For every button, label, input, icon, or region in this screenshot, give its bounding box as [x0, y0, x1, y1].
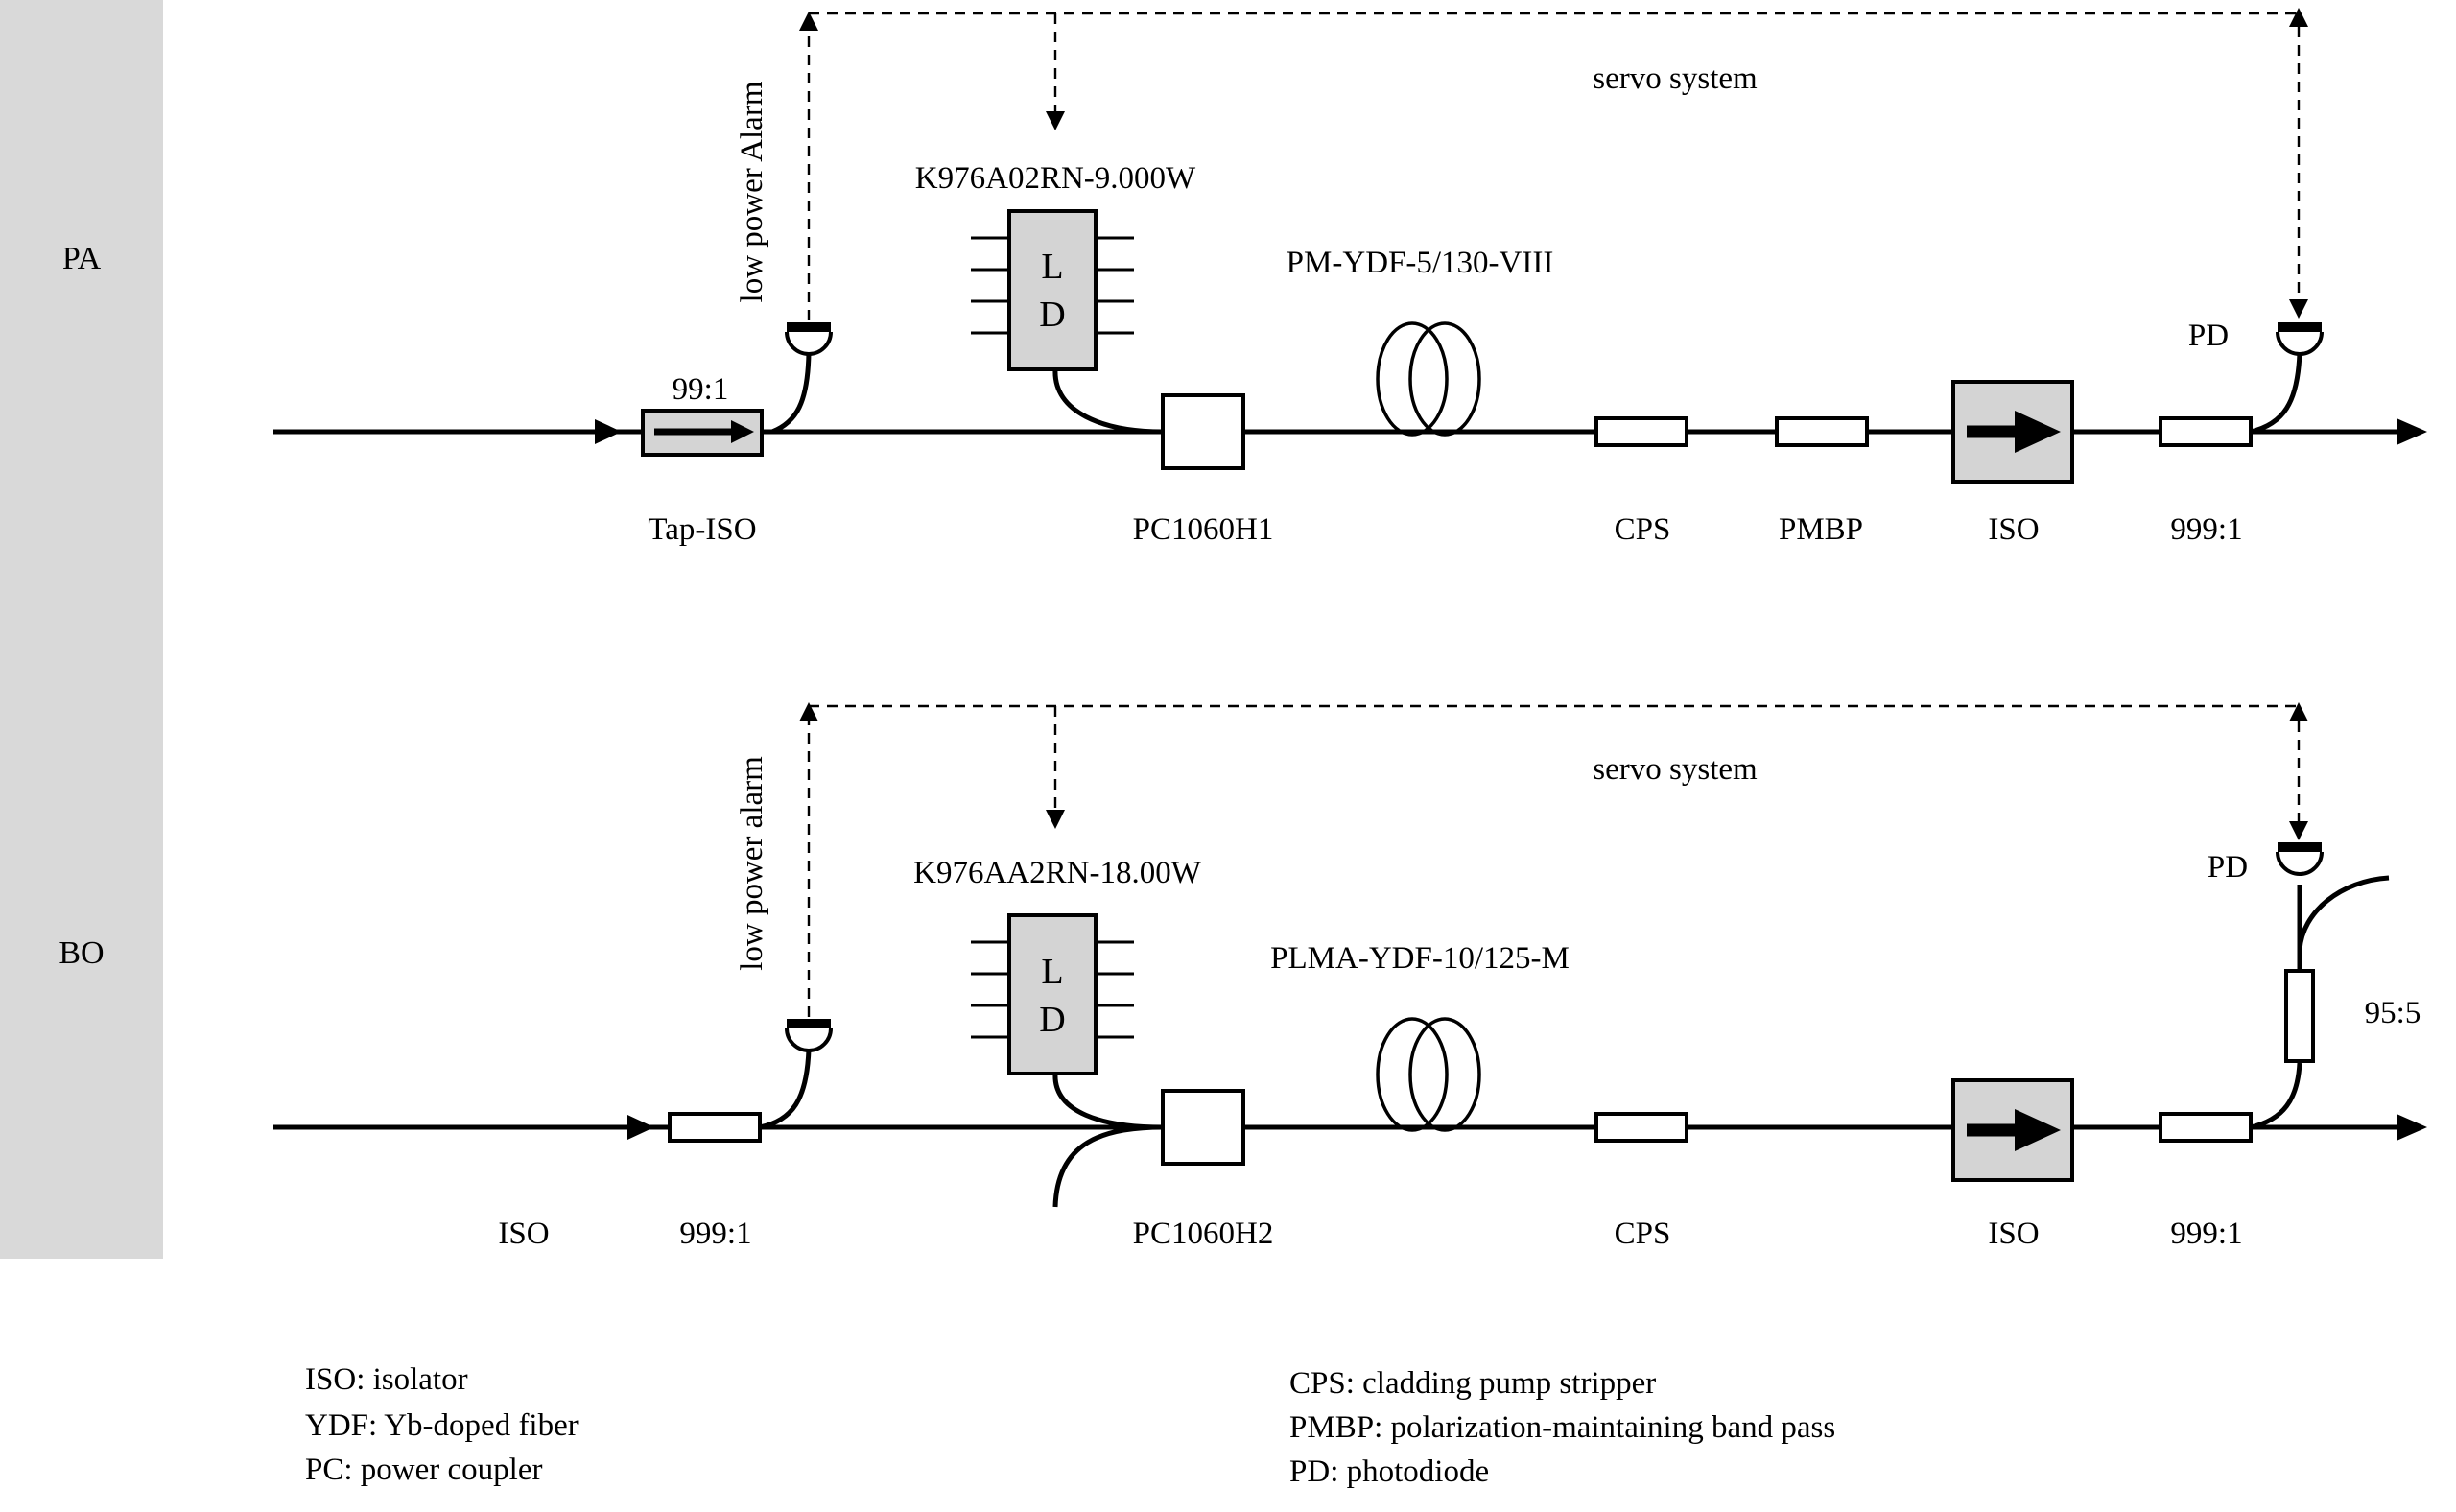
- legend-left-2: YDF: Yb-doped fiber: [305, 1408, 579, 1443]
- legend-left-1: ISO: isolator: [305, 1362, 468, 1397]
- pa-cps: [1594, 416, 1688, 447]
- stage-label-pa: PA: [62, 241, 102, 276]
- pa-pmbp-label: PMBP: [1779, 512, 1863, 547]
- bo-stage: ISO 999:1 low power alarm L D K976AA2RN-…: [273, 702, 2427, 1251]
- pa-pump-laser: [971, 209, 1134, 371]
- bo-pump-fiber-unused: [1052, 1124, 1164, 1208]
- bo-alarm-label: low power alarm: [735, 756, 769, 971]
- pa-cps-label: CPS: [1615, 512, 1671, 547]
- bo-iso-in-label: ISO: [498, 1217, 549, 1251]
- pa-tap-ratio-label: 99:1: [673, 372, 729, 407]
- pa-isolator: [1951, 380, 2074, 484]
- pa-power-coupler: [1161, 393, 1245, 470]
- bo-coupler-label: PC1060H2: [1133, 1217, 1274, 1251]
- pa-servo-label: servo system: [1593, 61, 1758, 96]
- pa-tap-iso: [641, 409, 764, 457]
- pa-ld-text-bottom: D: [1039, 295, 1065, 335]
- pa-alarm-label: low power Alarm: [735, 81, 769, 302]
- pa-pump-fiber: [1052, 368, 1164, 435]
- bo-ld-text-bottom: D: [1039, 1000, 1065, 1040]
- bo-split-ratio-label: 95:5: [2365, 996, 2421, 1030]
- bo-laser-model-label: K976AA2RN-18.00W: [913, 856, 1202, 890]
- bo-pump-laser: [971, 913, 1134, 1075]
- bo-servo-loop: [799, 702, 2308, 1017]
- bo-ydf-coil: [1376, 1017, 1481, 1132]
- bo-cps: [1594, 1112, 1688, 1143]
- pa-output-arrow: [2397, 418, 2427, 445]
- pa-laser-model-label: K976A02RN-9.000W: [915, 161, 1196, 196]
- pa-pmbp: [1775, 416, 1869, 447]
- pa-ydf-coil: [1376, 321, 1481, 437]
- legend-right-2: PMBP: polarization-maintaining band pass: [1289, 1410, 1835, 1445]
- pa-out-ratio-label: 999:1: [2170, 512, 2242, 547]
- pa-ld-text-top: L: [1041, 247, 1063, 287]
- bo-output-arrow: [2397, 1114, 2427, 1141]
- pa-tap-iso-label: Tap-ISO: [648, 512, 756, 547]
- pa-fiber-label: PM-YDF-5/130-VIII: [1287, 246, 1554, 280]
- pa-servo-loop: [799, 8, 2308, 320]
- bo-isolator: [1951, 1078, 2074, 1182]
- bo-iso-label: ISO: [1988, 1217, 2039, 1251]
- pa-tap-fiber: [771, 352, 812, 435]
- legend: ISO: isolator YDF: Yb-doped fiber PC: po…: [305, 1362, 1835, 1489]
- pa-output-tap: [2159, 416, 2253, 447]
- bo-input-tap: [668, 1112, 762, 1143]
- bo-input-arrow: [627, 1115, 654, 1140]
- pa-output-tap-fiber: [2250, 352, 2302, 435]
- pa-pd-label: PD: [2188, 319, 2229, 353]
- bo-splitter-branch-fiber: [2297, 875, 2390, 951]
- bo-tap-ratio-label: 999:1: [679, 1217, 751, 1251]
- bo-output-tap: [2159, 1112, 2253, 1143]
- bo-splitter-95-5: [2284, 969, 2315, 1063]
- pa-servo-photodiode: [2276, 322, 2324, 356]
- bo-out-ratio-label: 999:1: [2170, 1217, 2242, 1251]
- bo-ld-text-top: L: [1041, 952, 1063, 992]
- bo-pump-fiber: [1052, 1073, 1164, 1130]
- pa-alarm-photodiode: [785, 322, 833, 356]
- stage-label-bo: BO: [59, 935, 104, 971]
- bo-fiber-label: PLMA-YDF-10/125-M: [1270, 941, 1570, 976]
- stage-side-bar: [0, 0, 163, 1259]
- bo-output-tap-fiber: [2250, 1062, 2302, 1130]
- pa-stage: 99:1 Tap-ISO low power Alarm L D K976A02…: [273, 8, 2427, 547]
- bo-servo-photodiode: [2276, 842, 2324, 876]
- bo-pd-label: PD: [2208, 850, 2248, 885]
- bo-power-coupler: [1161, 1089, 1245, 1166]
- bo-tap-fiber: [759, 1049, 812, 1130]
- legend-left-3: PC: power coupler: [305, 1453, 542, 1487]
- legend-right-3: PD: photodiode: [1289, 1454, 1489, 1489]
- pa-iso-label: ISO: [1988, 512, 2039, 547]
- bo-servo-label: servo system: [1593, 752, 1758, 787]
- pa-coupler-label: PC1060H1: [1133, 512, 1274, 547]
- pa-input-arrow: [595, 419, 622, 444]
- bo-alarm-photodiode: [785, 1019, 833, 1052]
- bo-cps-label: CPS: [1615, 1217, 1671, 1251]
- legend-right-1: CPS: cladding pump stripper: [1289, 1366, 1656, 1401]
